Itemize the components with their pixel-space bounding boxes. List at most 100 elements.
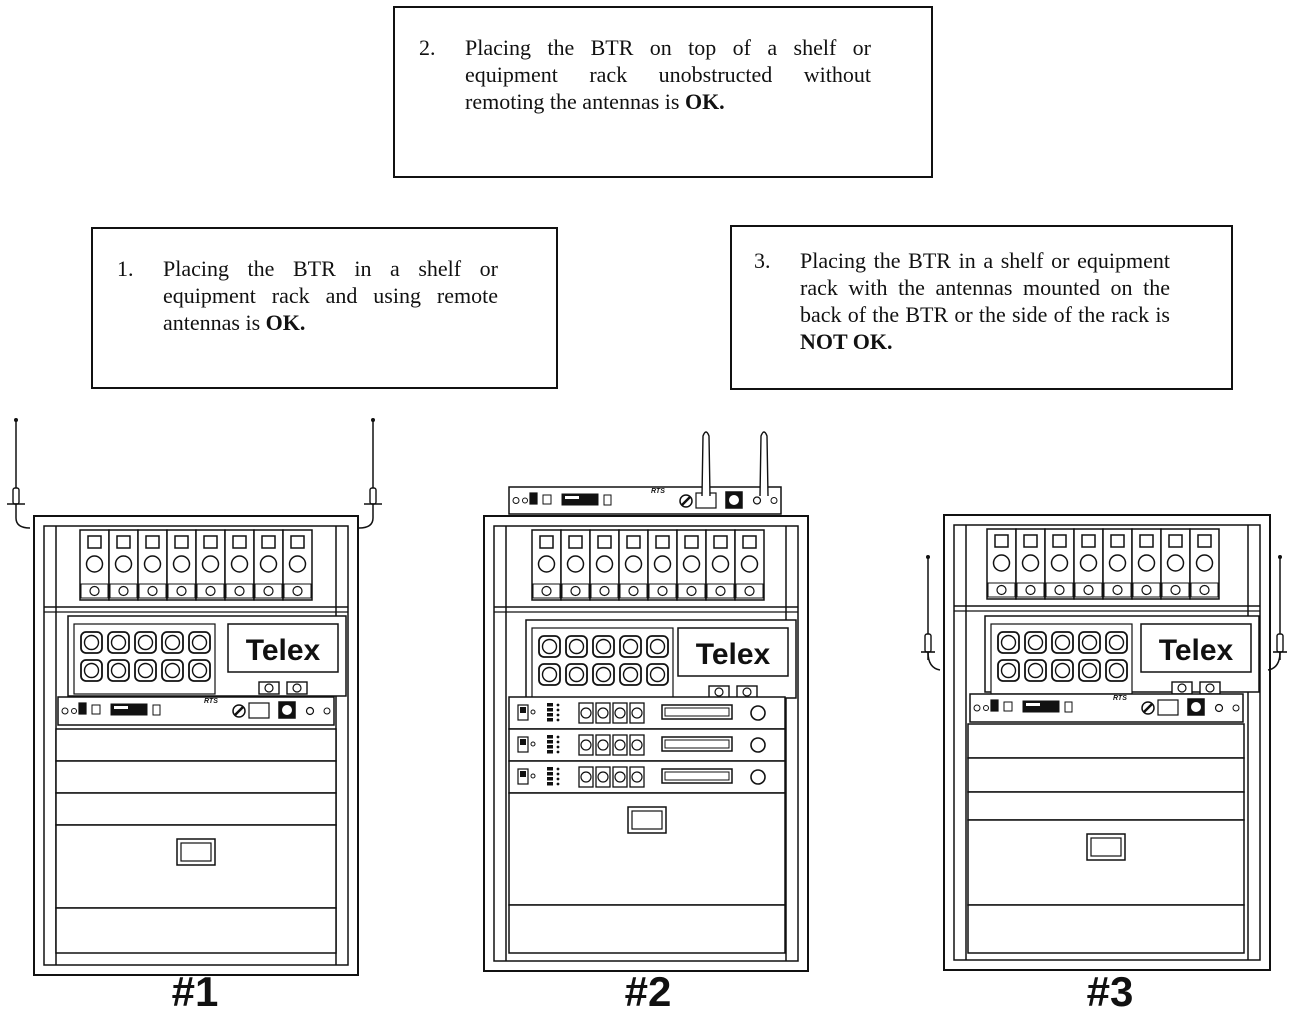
module-jack (1170, 584, 1181, 596)
mount-hole (61, 707, 69, 715)
mixer-switch-toggle (520, 707, 526, 713)
module-jack (292, 585, 303, 597)
telex-display (677, 627, 789, 677)
lcd-display (1022, 700, 1060, 713)
module-knob (85, 555, 104, 573)
module-knob (566, 555, 585, 573)
headset-jack-panel (1157, 699, 1179, 716)
mixer-display-inner (664, 707, 730, 717)
jack-ring (191, 634, 208, 651)
module-knob (1079, 554, 1098, 572)
module-knob (1195, 554, 1214, 572)
mixer-xlr-ring (614, 739, 626, 751)
module-switch (597, 535, 612, 549)
mixer-xlr-ring (580, 739, 592, 751)
module-knob (682, 555, 701, 573)
telex-button-dot (742, 687, 752, 697)
top-antennas (701, 431, 769, 497)
module-jack (715, 585, 726, 597)
mixer-meter-dot (556, 777, 560, 781)
mixer-meter-dot (556, 708, 560, 712)
rack-drawer (508, 904, 786, 954)
speaker-panel: Telex (525, 619, 797, 699)
module-knob (114, 555, 133, 573)
module-switch (742, 535, 757, 549)
rack-label-2: #2 (624, 968, 672, 1015)
rts-logo: RTS (651, 488, 665, 495)
jack-ring (1027, 662, 1044, 679)
jack-ring (541, 638, 558, 655)
jack-ring (1027, 634, 1044, 651)
mixer-knob (750, 705, 766, 721)
mixer-meter-bar (547, 708, 553, 712)
power-switch (529, 492, 538, 505)
remote-antenna-right (358, 418, 382, 529)
mixer-xlr-ring (597, 707, 609, 719)
remote-antenna-left (7, 418, 31, 529)
callout-number: 3. (754, 248, 771, 273)
module-knob (1108, 554, 1127, 572)
callout-1: 1. Placing the BTR in a shelf or equipme… (91, 227, 558, 389)
knob-pointer (1143, 703, 1153, 713)
jack-ring (137, 634, 154, 651)
module-knob (143, 555, 162, 573)
module-switch (568, 535, 583, 549)
mount-hole (973, 704, 981, 712)
module-jack (118, 585, 129, 597)
knob-pointer (681, 496, 691, 506)
jack-ring (110, 662, 127, 679)
mixer-xlr-ring (631, 707, 643, 719)
menu-buttons (152, 704, 161, 716)
callout-number: 1. (117, 256, 134, 281)
mixer-meter-bar (547, 745, 553, 749)
module-switch (994, 534, 1009, 548)
antenna-paddle-right (759, 431, 769, 497)
power-led (522, 497, 528, 504)
telex-display (227, 623, 339, 673)
telex-button-dot (292, 683, 302, 693)
telex-button-dot (1177, 683, 1187, 693)
mixer-display-inner (664, 771, 730, 781)
aux-led (1214, 703, 1224, 713)
jack-ring (649, 638, 666, 655)
mixer-xlr-ring (580, 771, 592, 783)
jack-ring (595, 638, 612, 655)
jack-ring (1108, 634, 1125, 651)
module-knob (537, 555, 556, 573)
module-knob (711, 555, 730, 573)
power-led (983, 705, 989, 711)
lcd-segment (114, 706, 128, 709)
mixer-meter-dot (556, 703, 560, 707)
mixer-meter-dot (556, 713, 560, 717)
mount-hole (770, 497, 778, 504)
jack-ring (541, 666, 558, 683)
rack-drawer (967, 791, 1245, 821)
module-jack (205, 585, 216, 597)
telex-logo: Telex (696, 638, 771, 671)
power-led (71, 708, 77, 714)
antenna-tip (926, 555, 930, 559)
rack-drawer (55, 907, 337, 954)
module-switch (655, 535, 670, 549)
module-switch (539, 535, 554, 549)
mixer-led (530, 741, 536, 747)
module-knob (1021, 554, 1040, 572)
rack-drawer (967, 904, 1245, 954)
callout-body: Placing the BTR on top of a shelf or equ… (465, 35, 871, 114)
module-jack (744, 585, 755, 597)
module-knob (740, 555, 759, 573)
telex-button-dot (1205, 683, 1215, 693)
mixer-meter-dot (556, 735, 560, 739)
module-switch (145, 535, 160, 549)
xlr-socket (1191, 702, 1201, 712)
module-switch (203, 535, 218, 549)
jack-ring (83, 634, 100, 651)
jack-ring (191, 662, 208, 679)
mixer-unit (508, 696, 786, 730)
module-switch (174, 535, 189, 549)
module-jack (686, 585, 697, 597)
mixer-xlr-ring (614, 771, 626, 783)
mixer-meter-dot (556, 750, 560, 754)
module-knob (624, 555, 643, 573)
